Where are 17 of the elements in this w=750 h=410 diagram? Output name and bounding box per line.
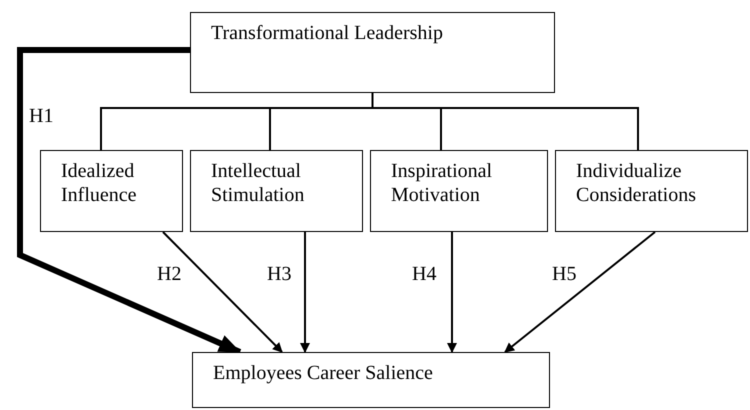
dimension-box [555, 150, 748, 232]
construct-box [192, 352, 550, 408]
dimension-box [190, 150, 363, 232]
dimension-box [40, 150, 183, 232]
dimension-box [370, 150, 548, 232]
arrow [300, 232, 310, 353]
connector-line [372, 93, 639, 150]
box-label: Employees Career Salience [213, 361, 434, 385]
box-label: Transformational Leadership [211, 21, 444, 45]
arrow [504, 231, 656, 353]
box-label: Inspirational Motivation [391, 159, 494, 207]
box-label: Intellectual Stimulation [211, 159, 306, 207]
arrow [162, 231, 283, 353]
box-label: Idealized Influence [61, 159, 138, 207]
arrow [447, 232, 457, 353]
construct-box [190, 12, 555, 93]
box-label: Individualize Considerations [576, 159, 697, 207]
